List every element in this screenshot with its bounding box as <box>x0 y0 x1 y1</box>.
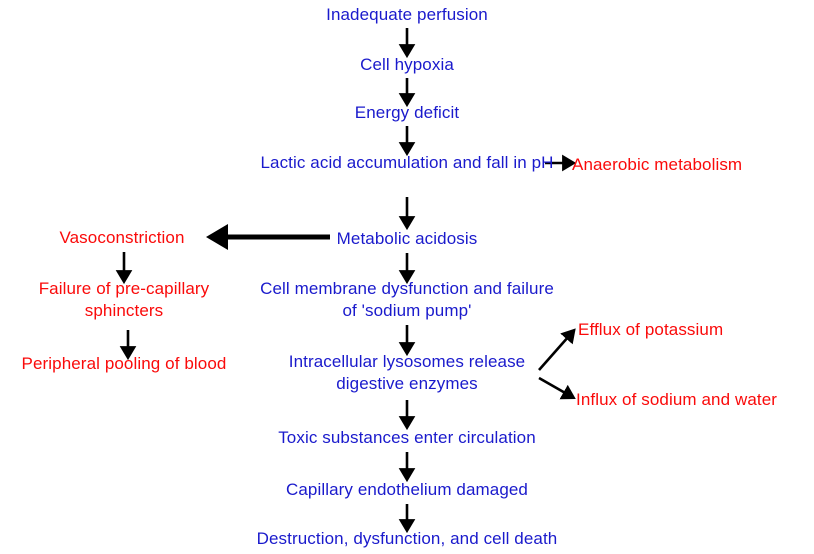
node-capillary-endothelium-damaged: Capillary endothelium damaged <box>286 480 528 499</box>
node-efflux-of-potassium: Efflux of potassium <box>578 320 724 339</box>
node-peripheral-pooling-of-blood: Peripheral pooling of blood <box>21 354 227 373</box>
node-cell-membrane-dysfunction: Cell membrane dysfunction and failure of… <box>260 279 554 320</box>
node-cell-hypoxia: Cell hypoxia <box>360 55 454 74</box>
node-lactic-acid-accumulation: Lactic acid accumulation and fall in pH <box>260 153 554 172</box>
node-failure-pre-capillary-sphincters: Failure of pre-capillary sphincters <box>38 279 210 320</box>
node-influx-of-sodium-and-water: Influx of sodium and water <box>576 390 778 409</box>
node-metabolic-acidosis: Metabolic acidosis <box>336 229 478 248</box>
node-energy-deficit: Energy deficit <box>354 103 460 122</box>
node-destruction-dysfunction-cell-death: Destruction, dysfunction, and cell death <box>256 529 558 548</box>
node-toxic-substances: Toxic substances enter circulation <box>278 428 536 447</box>
node-inadequate-perfusion: Inadequate perfusion <box>326 5 488 24</box>
node-anaerobic-metabolism: Anaerobic metabolism <box>572 155 743 174</box>
node-vasoconstriction: Vasoconstriction <box>59 228 185 247</box>
node-intracellular-lysosomes: Intracellular lysosomes release digestiv… <box>288 352 526 393</box>
